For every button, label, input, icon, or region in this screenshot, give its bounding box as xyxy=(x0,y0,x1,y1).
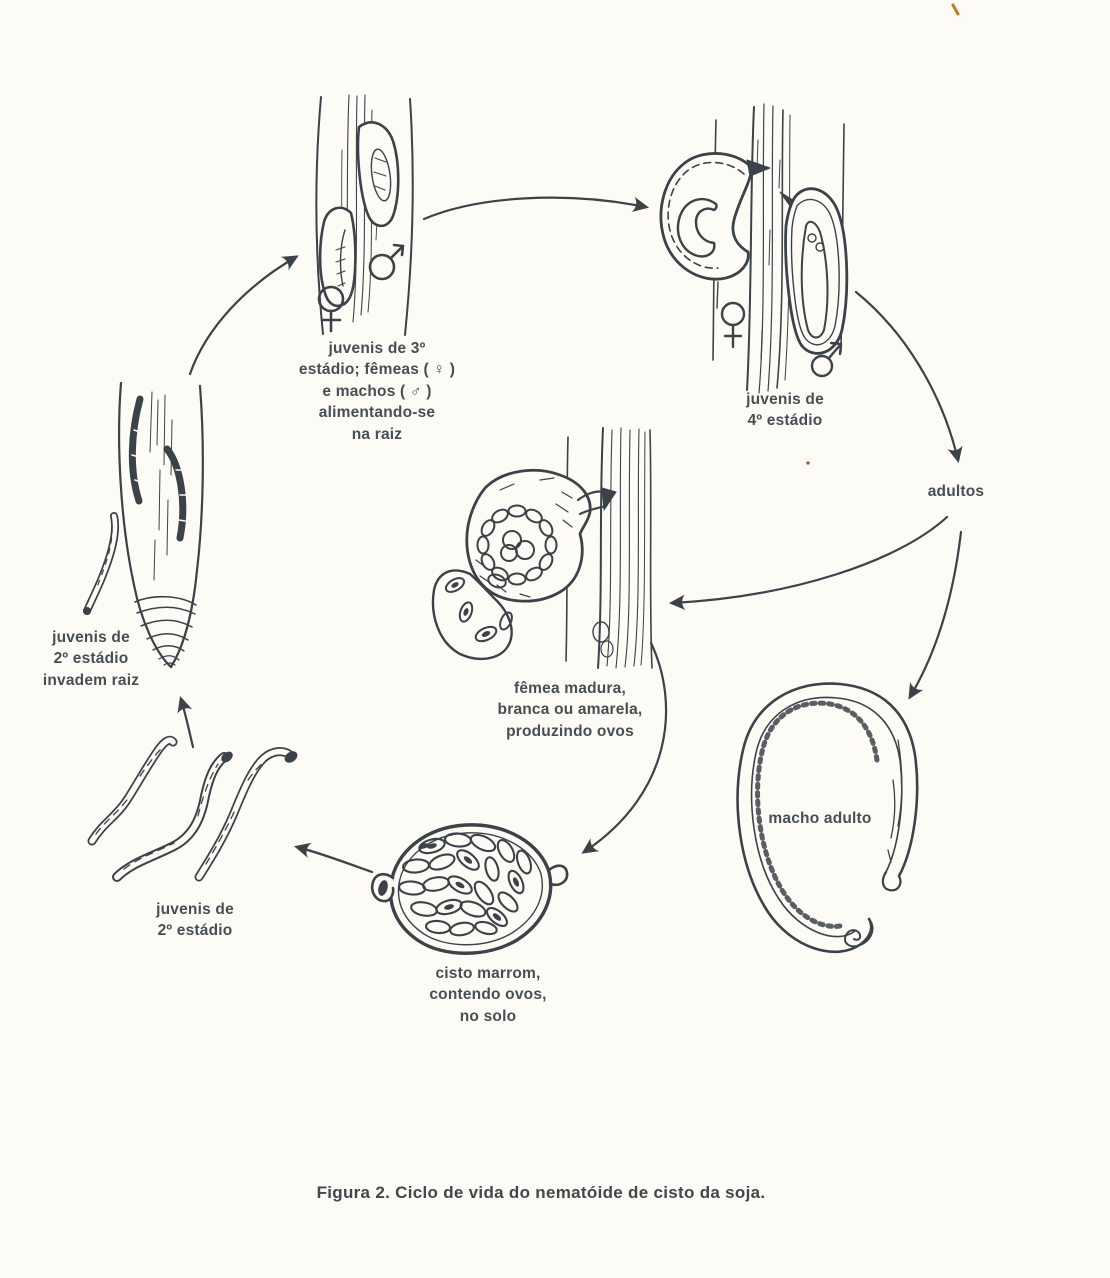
label-adult-male: macho adulto xyxy=(768,810,872,827)
scan-artifact xyxy=(806,461,810,465)
male-symbol xyxy=(810,341,843,378)
arrow-cyst-to-stage2 xyxy=(293,842,374,874)
juvenile-outside-root xyxy=(83,512,120,615)
root-tip-illustration xyxy=(83,381,204,669)
stage3-male-juvenile xyxy=(356,121,400,228)
arrow-stage2-to-roottip xyxy=(177,696,195,749)
egg-cluster xyxy=(476,504,558,586)
mature-female-body xyxy=(465,469,617,603)
scan-artifact xyxy=(951,3,960,16)
stage3-female-juvenile xyxy=(318,206,357,308)
stage2-juveniles-illustration xyxy=(87,735,298,882)
female-symbol xyxy=(720,301,746,349)
arrow-stage4-to-adults xyxy=(854,290,963,464)
figure-caption: Figura 2. Ciclo de vida do nematóide de … xyxy=(316,1183,766,1202)
root-stage3-illustration xyxy=(315,94,414,336)
label-cyst: cisto marrom, contendo ovos, no solo xyxy=(429,965,547,1025)
stage4-male-juvenile xyxy=(779,187,849,355)
female-symbol xyxy=(317,285,345,333)
root-stage4-illustration xyxy=(659,103,849,394)
arrow-adults-to-male xyxy=(908,530,963,700)
arrow-stage3-to-stage4 xyxy=(422,196,650,221)
male-symbol xyxy=(368,243,405,281)
adult-male-illustration xyxy=(736,682,919,954)
cycle-arrows xyxy=(177,196,963,874)
arrow-roottip-to-stage3 xyxy=(188,255,299,376)
label-mature-female: fêmea madura, branca ou amarela, produzi… xyxy=(497,680,643,740)
stage4-female-juvenile xyxy=(659,152,771,309)
label-stage3-feeding: juvenis de 3º estádio; fêmeas ( ♀ ) e ma… xyxy=(298,340,456,443)
arrow-female-to-cyst xyxy=(581,641,668,854)
label-stage2-invade: juvenis de 2º estádio invadem raiz xyxy=(42,629,140,689)
egg-sac xyxy=(431,569,513,661)
label-stage4: juvenis de 4º estádio xyxy=(746,391,824,430)
mature-female-illustration xyxy=(431,427,653,669)
label-adults: adultos xyxy=(927,483,985,500)
arrow-adults-to-female xyxy=(668,515,949,611)
cyst-illustration xyxy=(370,823,569,955)
cyst-eggs xyxy=(397,832,533,937)
label-stage2: juvenis de 2º estádio xyxy=(156,901,234,940)
